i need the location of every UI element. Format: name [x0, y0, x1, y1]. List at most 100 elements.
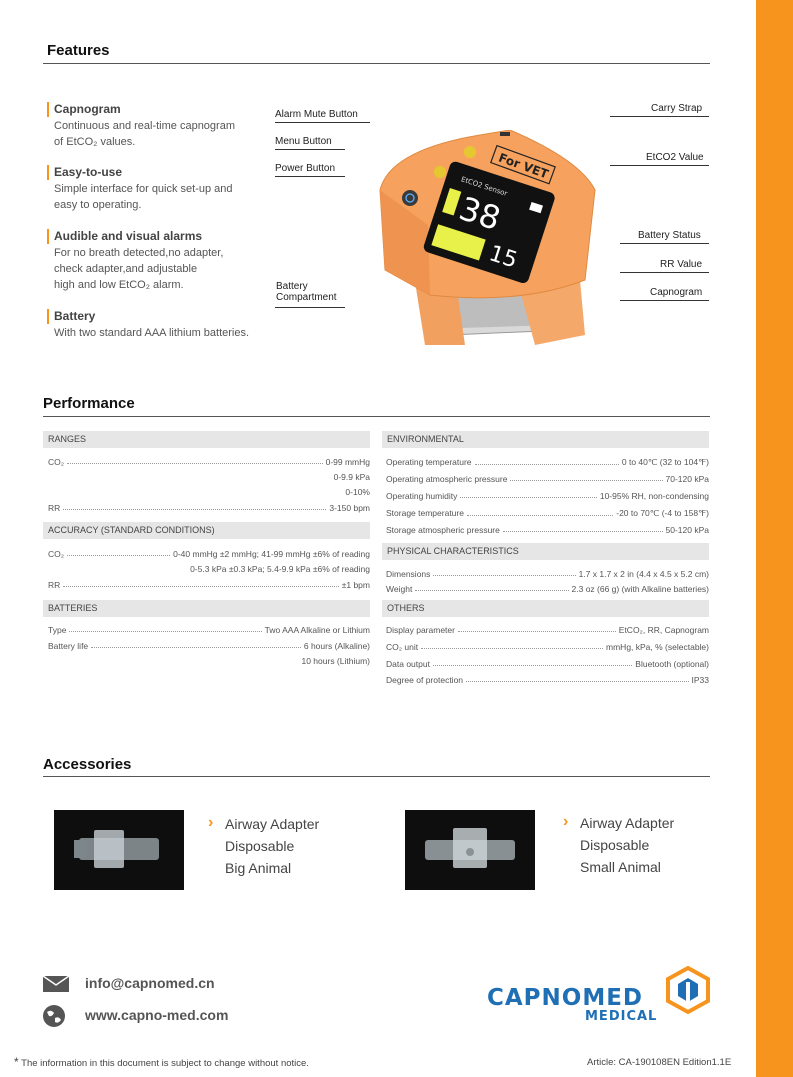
accessory-line: Disposable	[225, 838, 295, 854]
feature-heading: Capnogram	[54, 102, 121, 116]
feature-line: check adapter,and adjustable	[54, 263, 198, 275]
feature-line: high and low EtCO₂ alarm.	[54, 279, 184, 291]
callout-line	[275, 122, 370, 123]
capnogram-bar	[442, 188, 462, 216]
env-row: Storage temperature-20 to 70℃ (-4 to 158…	[386, 508, 709, 519]
row-value: 10-95% RH, non-condensing	[599, 491, 709, 501]
features-heading: Features	[47, 42, 110, 59]
feature-text: For no breath detected,no adapter, check…	[54, 245, 264, 293]
row-value: mmHg, kPa, % (selectable)	[606, 642, 709, 652]
callout-line	[620, 272, 709, 273]
email-link[interactable]: info@capnomed.cn	[85, 975, 215, 991]
callout-text: Compartment	[276, 292, 337, 303]
ranges-header: RANGES	[43, 431, 370, 448]
batteries-type-row: Type Two AAA Alkaline or Lithium	[48, 625, 370, 635]
asterisk-icon: *	[14, 1055, 19, 1069]
callout-line	[620, 300, 709, 301]
chevron-right-icon: ›	[563, 813, 569, 830]
callout-carry-strap: Carry Strap	[651, 103, 703, 114]
row-value: -20 to 70℃ (-4 to 158℉)	[616, 508, 709, 518]
feature-text: Continuous and real-time capnogram of Et…	[54, 118, 264, 150]
callout-power: Power Button	[275, 163, 336, 174]
accuracy-co2-kpa: 0-5.3 kPa ±0.3 kPa; 5.4-9.9 kPa ±6% of r…	[190, 564, 370, 574]
device-side	[380, 190, 430, 295]
accuracy-co2-row: CO₂ 0-40 mmHg ±2 mmHg; 41-99 mmHg ±6% of …	[48, 549, 370, 559]
others-row: CO₂ unit mmHg, kPa, % (selectable)	[386, 642, 709, 652]
row-label: Type	[48, 625, 67, 635]
row-value: 6 hours (Alkaline)	[303, 641, 370, 651]
row-label: CO₂	[48, 549, 65, 559]
feature-bar	[47, 102, 49, 117]
row-label: Operating temperature	[386, 457, 472, 467]
callout-line	[610, 165, 709, 166]
row-value: IP33	[691, 675, 710, 685]
row-label: CO₂	[48, 457, 65, 467]
footer-disclaimer: * The information in this document is su…	[14, 1055, 309, 1069]
feature-text: With two standard AAA lithium batteries.	[54, 325, 264, 341]
feature-heading: Audible and visual alarms	[54, 229, 203, 243]
features-rule	[43, 63, 710, 64]
accessory-line: Small Animal	[580, 859, 661, 875]
callout-battery-status: Battery Status	[638, 230, 701, 241]
accessory-big-animal: Airway Adapter Disposable Big Animal	[225, 813, 319, 879]
feature-line: Continuous and real-time capnogram	[54, 120, 235, 132]
device-screen: 38 15 EtCO2 Sensor	[423, 161, 555, 283]
copyright-text: © 2019 Capnomed All rights.	[732, 1000, 742, 1077]
website-link[interactable]: www.capno-med.com	[85, 1007, 229, 1023]
disclaimer-text: The information in this document is subj…	[21, 1058, 309, 1069]
row-label: Degree of protection	[386, 675, 464, 685]
feature-bar	[47, 229, 49, 244]
menu-button	[434, 166, 446, 178]
row-label: Dimensions	[386, 569, 431, 579]
performance-heading: Performance	[43, 395, 135, 412]
physical-header: PHYSICAL CHARACTERISTICS	[382, 543, 709, 560]
callout-etco2-value: EtCO2 Value	[646, 152, 704, 163]
carry-strap-slot	[500, 132, 510, 136]
row-value: 1.7 x 1.7 x 2 in (4.4 x 4.5 x 5.2 cm)	[578, 569, 709, 579]
feature-line: With two standard AAA lithium batteries.	[54, 327, 250, 339]
callout-line	[610, 116, 709, 117]
callout-alarm-mute: Alarm Mute Button	[275, 109, 358, 120]
row-value: ±1 bpm	[341, 580, 370, 590]
feature-line: For no breath detected,no adapter,	[54, 247, 224, 259]
feature-line: easy to operating.	[54, 199, 142, 211]
power-icon	[405, 193, 415, 203]
feature-heading: Easy-to-use	[54, 165, 123, 179]
callout-menu: Menu Button	[275, 136, 332, 147]
airway-adapter-big-image	[54, 810, 184, 890]
email-icon	[42, 975, 70, 992]
feature-bar	[47, 309, 49, 324]
feature-line: Simple interface for quick set-up and	[54, 183, 233, 195]
feature-heading: Battery	[54, 309, 96, 323]
logo-subtitle: MEDICAL	[585, 1009, 658, 1024]
capnometer-device-illustration: 38 15 EtCO2 Sensor For VET	[379, 130, 596, 345]
ranges-co2-kpa: 0-9.9 kPa	[333, 472, 370, 482]
batteries-header: BATTERIES	[43, 600, 370, 617]
callout-line	[620, 243, 709, 244]
row-label: CO₂ unit	[386, 642, 419, 652]
row-value: Two AAA Alkaline or Lithium	[264, 625, 370, 635]
accessory-line: Big Animal	[225, 860, 292, 876]
row-label: RR	[48, 580, 61, 590]
callout-battery-compartment: Battery Compartment	[276, 281, 337, 303]
row-value: 0-40 mmHg ±2 mmHg; 41-99 mmHg ±6% of rea…	[173, 549, 370, 559]
row-label: Data output	[386, 659, 430, 669]
battery-status-icon	[529, 201, 544, 214]
batteries-life-lithium: 10 hours (Lithium)	[301, 656, 370, 666]
callout-line	[275, 176, 345, 177]
row-label: Battery life	[48, 641, 89, 651]
footer-article: Article: CA-190108EN Edition1.1E	[587, 1057, 732, 1068]
callout-capnogram: Capnogram	[650, 287, 703, 298]
feature-bar	[47, 165, 49, 180]
row-value: 3-150 bpm	[329, 503, 370, 513]
environmental-header: ENVIRONMENTAL	[382, 431, 709, 448]
accessories-heading: Accessories	[43, 756, 132, 773]
